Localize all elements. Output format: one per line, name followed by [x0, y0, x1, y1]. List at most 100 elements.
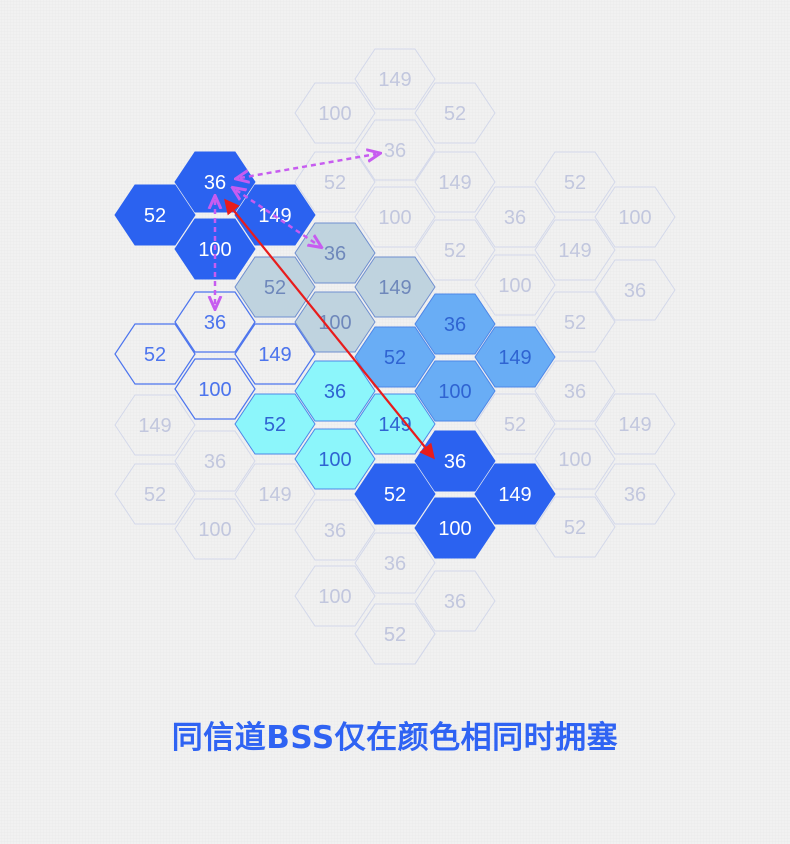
caption: 同信道BSS仅在颜色相同时拥塞 — [171, 720, 619, 756]
channel-label: 36 — [564, 381, 586, 403]
hex-cell-mid: 100 — [414, 360, 496, 422]
hex-cell-faint: 36 — [594, 463, 676, 525]
hex-cell-faint: 100 — [534, 428, 616, 490]
channel-label: 52 — [564, 517, 586, 539]
hexagon — [354, 463, 436, 525]
channel-label: 52 — [444, 103, 466, 125]
hexagon — [114, 184, 196, 246]
channel-label: 36 — [444, 314, 466, 336]
hex-cell-faint: 149 — [354, 48, 436, 110]
channel-label: 36 — [204, 312, 226, 334]
hex-cell-dark: 100 — [414, 497, 496, 559]
hexagon — [414, 82, 496, 144]
channel-label: 149 — [378, 69, 411, 91]
channel-label: 36 — [624, 484, 646, 506]
hexagon — [414, 497, 496, 559]
hex-cell-faint: 52 — [534, 291, 616, 353]
channel-label: 52 — [564, 312, 586, 334]
hexagon — [294, 82, 376, 144]
hexagon — [594, 259, 676, 321]
hex-cell-faint: 100 — [174, 498, 256, 560]
channel-label: 52 — [384, 624, 406, 646]
hex-cell-faint: 36 — [294, 499, 376, 561]
hex-cell-faint: 36 — [594, 259, 676, 321]
channel-label: 149 — [378, 277, 411, 299]
hex-cell-grey: 149 — [354, 256, 436, 318]
hexagon — [294, 565, 376, 627]
channel-label: 52 — [384, 484, 406, 506]
hex-cell-faint: 100 — [474, 254, 556, 316]
channel-label: 52 — [324, 172, 346, 194]
channel-label: 149 — [138, 415, 171, 437]
hexagon — [114, 463, 196, 525]
hex-cell-faint: 149 — [414, 151, 496, 213]
channel-label: 100 — [318, 103, 351, 125]
hex-cell-faint: 52 — [474, 393, 556, 455]
channel-label: 100 — [198, 379, 231, 401]
channel-label: 100 — [378, 207, 411, 229]
channel-label: 100 — [438, 518, 471, 540]
hexagon — [414, 151, 496, 213]
channel-label: 52 — [384, 624, 406, 646]
hexagon — [114, 394, 196, 456]
channel-label: 36 — [324, 381, 346, 403]
hexagon — [534, 360, 616, 422]
channel-label: 149 — [438, 172, 471, 194]
channel-label: 36 — [624, 280, 646, 302]
channel-label: 52 — [264, 277, 286, 299]
hex-cell-outline: 100 — [174, 358, 256, 420]
hex-cell-dark: 149 — [474, 463, 556, 525]
channel-label: 52 — [384, 347, 406, 369]
hexagon — [534, 428, 616, 490]
channel-label: 100 — [318, 586, 351, 608]
hexagon — [414, 570, 496, 632]
arrow-layer — [215, 154, 435, 460]
hexagon — [354, 48, 436, 110]
hexagon — [354, 603, 436, 665]
hex-cell-faint: 100 — [594, 186, 676, 248]
hex-cell-faint: 36 — [474, 186, 556, 248]
hex-cell-dark: 52 — [114, 184, 196, 246]
hex-cell-faint: 149 — [234, 463, 316, 525]
hex-cell-faint: 36 — [414, 570, 496, 632]
channel-label: 100 — [558, 449, 591, 471]
hexagon — [474, 186, 556, 248]
hex-cell-faint: 52 — [534, 496, 616, 558]
channel-label: 52 — [144, 344, 166, 366]
hex-cell-mid: 36 — [414, 293, 496, 355]
hex-cell-faint: 149 — [534, 219, 616, 281]
channel-label: 149 — [558, 240, 591, 262]
hexagon — [354, 532, 436, 594]
channel-label: 36 — [204, 451, 226, 473]
hex-cell-dark: 52 — [354, 463, 436, 525]
hexagon — [534, 496, 616, 558]
channel-label: 36 — [384, 553, 406, 575]
channel-label: 36 — [444, 591, 466, 613]
channel-label: 100 — [198, 379, 231, 401]
hexagon — [534, 151, 616, 213]
hex-cell-faint: 149 — [114, 394, 196, 456]
hexagon — [594, 393, 676, 455]
channel-label: 36 — [384, 140, 406, 162]
purple-dashed-arrow-right — [240, 154, 376, 178]
channel-label: 52 — [564, 172, 586, 194]
channel-label: 52 — [444, 240, 466, 262]
channel-label: 52 — [144, 205, 166, 227]
hex-cell-grey: 36 — [294, 222, 376, 284]
hex-cell-outline: 52 — [114, 323, 196, 385]
channel-label: 149 — [498, 347, 531, 369]
hexagon — [474, 254, 556, 316]
hex-cell-cyan: 100 — [294, 428, 376, 490]
channel-label: 100 — [198, 519, 231, 541]
hexagon — [114, 323, 196, 385]
channel-label: 100 — [318, 449, 351, 471]
hex-cell-faint: 52 — [354, 603, 436, 665]
channel-label: 36 — [204, 312, 226, 334]
hex-cell-faint: 100 — [294, 565, 376, 627]
hex-cell-faint: 52 — [534, 151, 616, 213]
hexagon — [594, 463, 676, 525]
hex-cell-faint: 36 — [354, 119, 436, 181]
